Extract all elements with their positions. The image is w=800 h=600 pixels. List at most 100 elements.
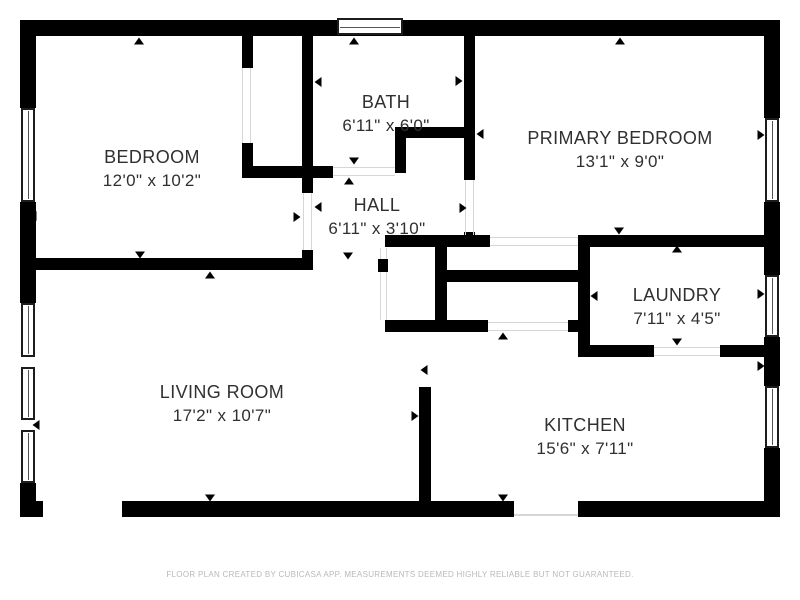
door-opening-line [488,330,568,331]
door-direction-marker-icon [455,76,463,86]
window-pane-line [772,121,773,199]
wall [568,320,590,332]
door-opening-line [333,175,395,176]
wall [378,259,388,272]
window-pane-line [772,278,773,334]
room-label-kitchen: KITCHEN 15'6" x 7'11" [536,414,633,460]
wall [720,345,764,357]
window [765,386,779,448]
door-opening-line [333,167,395,168]
door-opening-line [490,245,578,246]
window-pane-line [28,306,29,354]
wall [464,36,475,180]
door-opening-line [488,322,568,323]
door-direction-marker-icon [29,211,37,221]
door-opening-line [473,180,474,235]
room-dimensions: 17'2" x 10'7" [172,406,272,425]
door-opening-line [490,237,578,238]
door-direction-marker-icon [344,177,354,185]
room-dimensions: 15'6" x 7'11" [536,439,634,458]
wall [435,270,590,282]
door-direction-marker-icon [459,203,467,213]
door-direction-marker-icon [498,332,508,340]
wall [435,235,447,332]
door-direction-marker-icon [134,37,144,45]
room-name: BATH [361,92,411,112]
door-direction-marker-icon [349,37,359,45]
window-pane-line [28,433,29,480]
door-direction-marker-icon [498,494,508,502]
room-dimensions: 6'11" x 3'10" [328,219,426,238]
wall [578,345,654,357]
window-pane-line [28,111,29,199]
room-label-living-room: LIVING ROOM 17'2" x 10'7" [160,381,284,427]
door-direction-marker-icon [205,271,215,279]
door-opening-line [380,272,381,320]
wall-opening [514,501,578,517]
room-label-laundry: LAUNDRY 7'11" x 4'5" [633,284,722,330]
door-direction-marker-icon [672,338,682,346]
door-direction-marker-icon [590,291,598,301]
wall [302,36,313,193]
door-direction-marker-icon [672,245,682,253]
window [21,430,35,483]
wall [578,235,764,247]
door-direction-marker-icon [411,411,419,421]
door-direction-marker-icon [420,365,428,375]
door-direction-marker-icon [615,37,625,45]
door-opening-line [386,248,387,259]
wall [242,166,333,178]
window-pane-line [772,389,773,445]
window [21,108,35,202]
door-direction-marker-icon [476,129,484,139]
room-dimensions: 7'11" x 4'5" [633,309,721,328]
door-opening-line [654,355,720,356]
room-name: HALL [353,195,401,215]
window-pane-line [340,26,400,28]
wall [242,36,253,68]
window [765,118,779,202]
wall-opening [43,501,122,517]
room-dimensions: 12'0" x 10'2" [102,171,202,190]
wall [302,250,313,270]
door-direction-marker-icon [614,227,624,235]
door-opening-line [514,514,578,516]
door-opening-line [242,68,243,143]
window [765,275,779,337]
door-opening-line [654,347,720,348]
wall [578,235,590,357]
door-direction-marker-icon [32,420,40,430]
wall [242,143,253,166]
window [337,18,403,35]
window [21,367,35,420]
disclaimer-text: FLOOR PLAN CREATED BY CUBICASA APP. MEAS… [166,570,634,579]
door-direction-marker-icon [757,130,765,140]
door-direction-marker-icon [314,202,322,212]
door-direction-marker-icon [314,77,322,87]
room-dimensions: 13'1" x 9'0" [575,152,665,171]
door-opening-line [380,248,381,259]
wall [395,127,475,138]
room-label-bath: BATH 6'11" x 6'0" [342,91,429,137]
room-name: BEDROOM [104,147,200,167]
door-direction-marker-icon [135,251,145,259]
door-opening-line [303,193,304,250]
door-opening-line [386,272,387,320]
room-name: LIVING ROOM [159,382,285,402]
door-direction-marker-icon [205,494,215,502]
wall [20,501,780,517]
room-name: KITCHEN [544,415,626,435]
window [21,303,35,357]
room-label-hall: HALL 6'11" x 3'10" [328,194,425,240]
wall [20,258,313,270]
door-direction-marker-icon [343,252,353,260]
door-direction-marker-icon [349,157,359,165]
wall [419,387,431,502]
room-label-bedroom: BEDROOM 12'0" x 10'2" [103,146,201,192]
room-name: LAUNDRY [632,285,722,305]
room-dimensions: 6'11" x 6'0" [342,116,430,135]
door-direction-marker-icon [757,361,765,371]
